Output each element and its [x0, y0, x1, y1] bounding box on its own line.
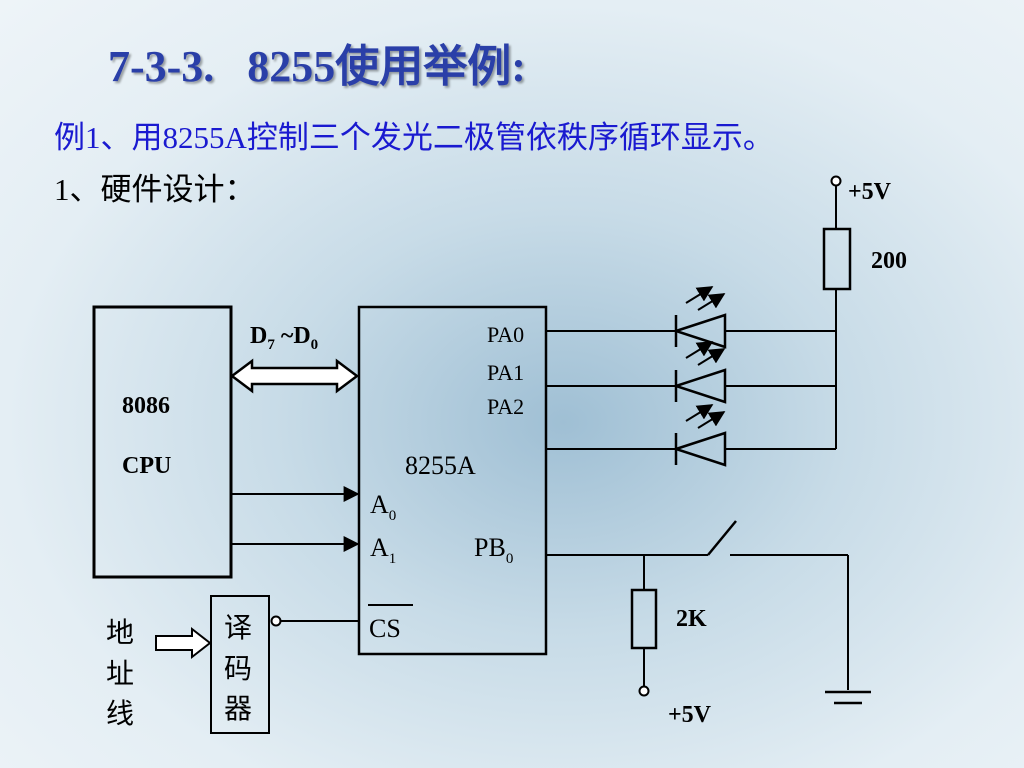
decoder-char-1: 译: [224, 613, 252, 644]
led-row-0: [546, 286, 836, 349]
slide-title: 7-3-3. 8255使用举例:: [108, 42, 526, 91]
resistor-200-label: 200: [871, 248, 907, 274]
led-0: [671, 313, 727, 349]
vcc-bottom-label: +5V: [668, 702, 712, 728]
led-supply: +5V 200: [822, 175, 907, 449]
chip-8255a: PA0 PA1 PA2 8255A A0 A1 PB0 CS: [357, 305, 548, 656]
address-lines: 地 址 线: [106, 617, 212, 730]
resistor-200: [822, 227, 852, 291]
pa2-label: PA2: [487, 394, 524, 419]
a0-pin-label: A0: [370, 490, 396, 524]
cpu-label-cpu: CPU: [122, 453, 171, 479]
pb0-pin-label: PB0: [474, 533, 513, 567]
decoder-char-2: 码: [224, 654, 252, 685]
address-char-1: 地: [106, 617, 134, 649]
pa0-label: PA0: [487, 322, 524, 347]
chip-name: 8255A: [405, 451, 476, 480]
led-1: [671, 368, 727, 404]
section-heading: 1、硬件设计：: [54, 172, 256, 207]
led-row-2: [546, 404, 836, 467]
switch-circuit: 2K +5V: [546, 520, 871, 728]
address-char-3: 线: [106, 698, 134, 730]
switch: [707, 520, 737, 556]
cpu-block: 8086 CPU: [92, 305, 233, 579]
address-arrow: [155, 626, 212, 660]
vcc-top-label: +5V: [848, 179, 892, 205]
cpu-label-8086: 8086: [122, 393, 170, 419]
data-bus-label: D7 ~D0: [250, 323, 318, 353]
resistor-2k: [630, 588, 658, 650]
address-char-2: 址: [106, 658, 134, 690]
decoder-char-3: 器: [224, 694, 252, 725]
data-bus-arrow: D7 ~D0: [229, 323, 360, 394]
example-statement: 例1、用8255A控制三个发光二极管依秩序循环显示。: [54, 120, 774, 155]
led-row-1: [546, 341, 836, 404]
resistor-2k-label: 2K: [676, 606, 707, 632]
led-2: [671, 431, 727, 467]
cs-pin-label: CS: [369, 614, 401, 643]
pa1-label: PA1: [487, 360, 524, 385]
a1-pin-label: A1: [370, 533, 396, 567]
decoder-block: 译 码 器: [210, 595, 358, 734]
